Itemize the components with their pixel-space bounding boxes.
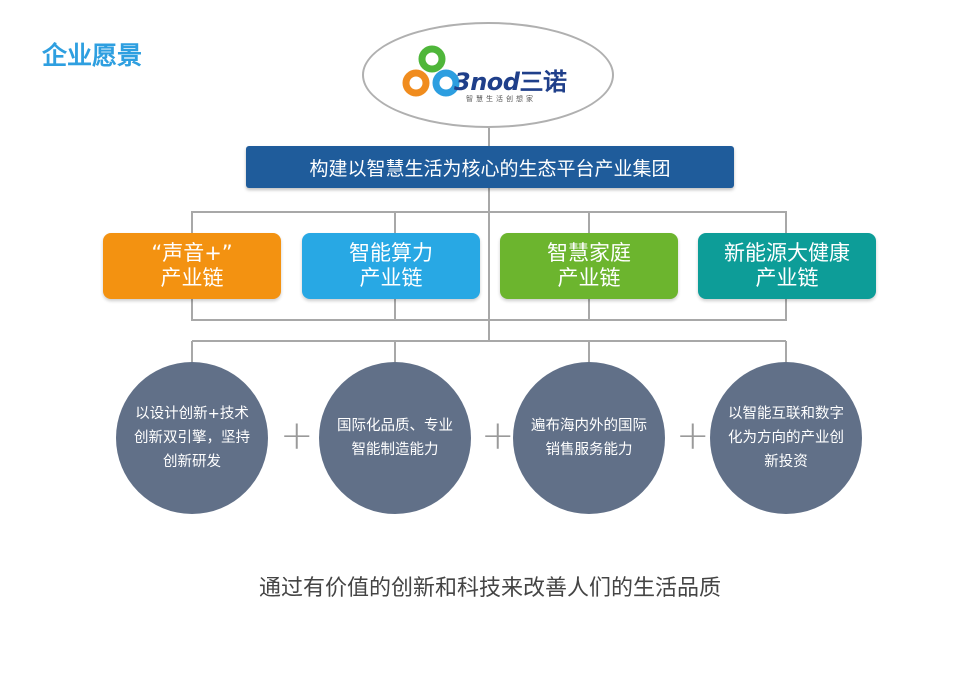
capability-circle-rd: 以设计创新+技术创新双引擎，坚持创新研发 xyxy=(116,362,268,514)
chain-subtitle: 产业链 xyxy=(755,266,819,290)
capability-text: 以设计创新+技术创新双引擎，坚持创新研发 xyxy=(134,406,250,470)
chain-subtitle: 产业链 xyxy=(359,266,423,290)
chain-box-new-energy-health: 新能源大健康 产业链 xyxy=(698,233,876,299)
capability-circle-investment: 以智能互联和数字化为方向的产业创新投资 xyxy=(710,362,862,514)
logo-brand-cn: 三诺 xyxy=(519,68,567,96)
logo-brand: 3nod三诺 xyxy=(454,62,567,97)
logo-brand-en: 3nod xyxy=(454,68,520,96)
chain-box-sound: “声音+” 产业链 xyxy=(103,233,281,299)
capability-circle-sales: 遍布海内外的国际销售服务能力 xyxy=(513,362,665,514)
page-title: 企业愿景 xyxy=(42,41,143,70)
logo-oval xyxy=(362,22,614,128)
mission-banner: 构建以智慧生活为核心的生态平台产业集团 xyxy=(246,146,734,188)
chain-box-smart-home: 智慧家庭 产业链 xyxy=(500,233,678,299)
chain-box-computing: 智能算力 产业链 xyxy=(302,233,480,299)
chain-title: “声音+” xyxy=(151,241,233,265)
plus-sign: + xyxy=(676,413,710,459)
chain-title: 智能算力 xyxy=(349,241,433,265)
capability-text: 遍布海内外的国际销售服务能力 xyxy=(531,418,647,458)
capability-text: 国际化品质、专业智能制造能力 xyxy=(337,418,453,458)
chain-subtitle: 产业链 xyxy=(160,266,224,290)
chain-title: 新能源大健康 xyxy=(724,241,850,265)
capability-text: 以智能互联和数字化为方向的产业创新投资 xyxy=(728,406,844,470)
plus-sign: + xyxy=(481,413,515,459)
chain-subtitle: 产业链 xyxy=(557,266,621,290)
slogan: 通过有价值的创新和科技来改善人们的生活品质 xyxy=(258,576,721,601)
capability-circle-manufacturing: 国际化品质、专业智能制造能力 xyxy=(319,362,471,514)
logo-mark-icon xyxy=(402,45,460,97)
logo-tagline: 智慧生活创想家 xyxy=(466,95,536,103)
plus-sign: + xyxy=(280,413,314,459)
chain-title: 智慧家庭 xyxy=(547,241,631,265)
